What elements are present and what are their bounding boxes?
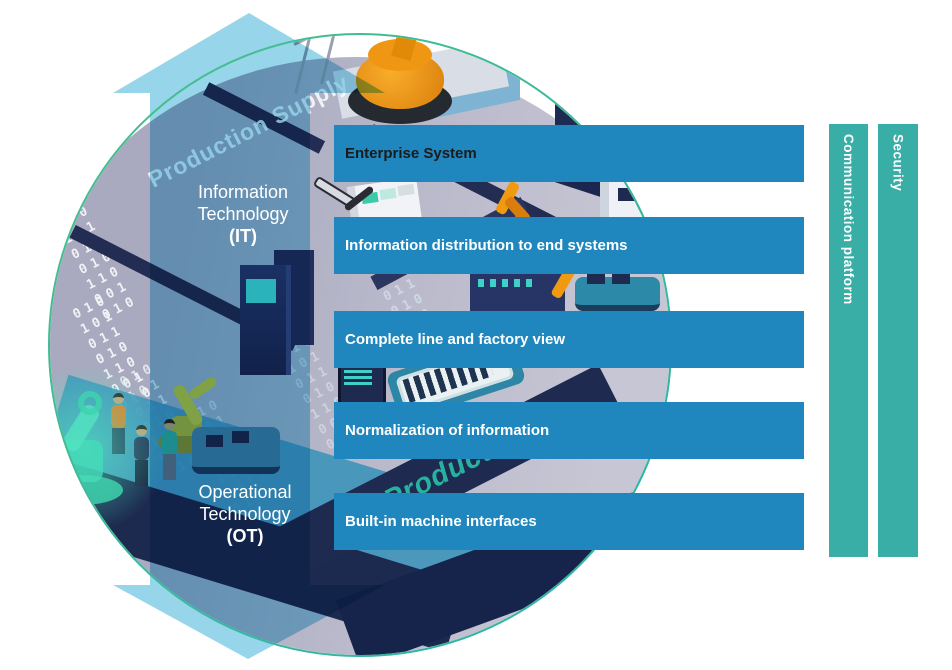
hmi-screen-pixels bbox=[344, 369, 372, 385]
layer-label: Enterprise System bbox=[345, 145, 477, 162]
layer-label: Normalization of information bbox=[345, 422, 550, 439]
pillar-label: Communication platform bbox=[841, 134, 856, 305]
pillar-label: Security bbox=[890, 134, 906, 192]
layer-bar-information-distribution: Information distribution to end systems bbox=[334, 217, 804, 274]
layer-bar-enterprise-system: Enterprise System bbox=[334, 125, 804, 182]
ot-line1: Operational bbox=[198, 482, 292, 502]
ot-abbr: (OT) bbox=[226, 526, 264, 546]
layer-label: Information distribution to end systems bbox=[345, 237, 628, 254]
it-line1: Information bbox=[197, 182, 289, 202]
it-abbr: (IT) bbox=[229, 226, 257, 246]
ot-line2: Technology bbox=[199, 504, 291, 524]
pillar-security: Security bbox=[878, 124, 918, 557]
layer-bar-machine-interfaces: Built-in machine interfaces bbox=[334, 493, 804, 550]
agv-cargo bbox=[612, 271, 630, 284]
layer-label: Built-in machine interfaces bbox=[345, 513, 537, 530]
console-lights bbox=[478, 279, 538, 287]
agv-cargo bbox=[587, 271, 605, 284]
hologram-robot-claw bbox=[78, 391, 102, 415]
layer-bar-normalization: Normalization of information bbox=[334, 402, 804, 459]
layer-bar-line-factory-view: Complete line and factory view bbox=[334, 311, 804, 368]
it-line2: Technology bbox=[197, 204, 289, 224]
it-zone-label: Information Technology (IT) bbox=[148, 181, 338, 247]
pillar-communication-platform: Communication platform bbox=[829, 124, 868, 557]
layer-label: Complete line and factory view bbox=[345, 331, 566, 348]
ot-zone-label: Operational Technology (OT) bbox=[150, 481, 340, 547]
